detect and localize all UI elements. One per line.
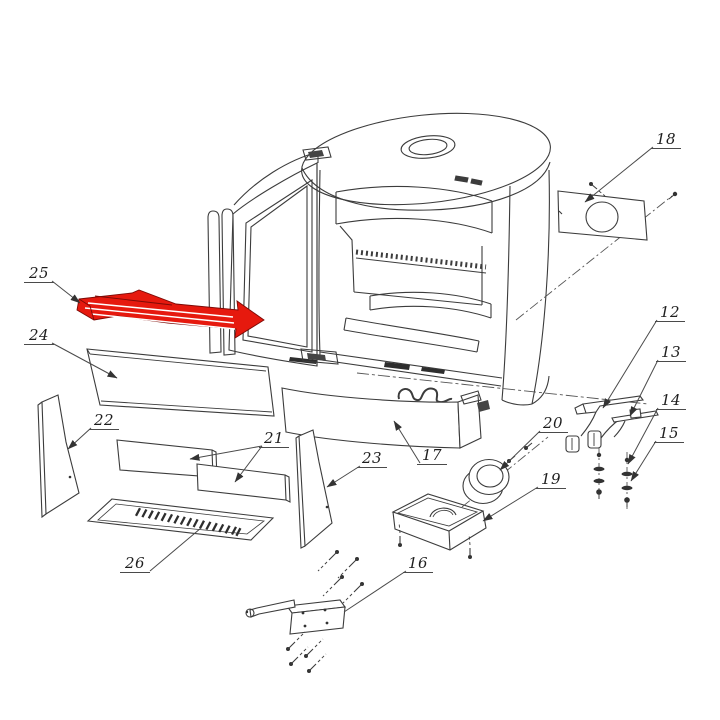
part-label-17[interactable]: 17 — [417, 447, 448, 465]
part-label-20[interactable]: 20 — [538, 415, 569, 433]
callout-leader-lines — [51, 146, 659, 613]
part-26-grate — [86, 498, 275, 541]
part-label-24[interactable]: 24 — [24, 327, 55, 345]
stove-body-shell — [318, 169, 550, 406]
part-19-box — [391, 493, 487, 559]
stove-top-plate — [301, 112, 551, 211]
part-label-16[interactable]: 16 — [403, 555, 434, 573]
part-label-14[interactable]: 14 — [656, 392, 687, 410]
part-24-panel — [86, 348, 275, 417]
part-21-plates — [116, 439, 291, 503]
part-label-22[interactable]: 22 — [89, 412, 120, 430]
part-14-15-screws — [593, 448, 633, 509]
part-label-13[interactable]: 13 — [656, 344, 687, 362]
part-18-plate — [557, 182, 648, 241]
stove-door — [207, 146, 339, 367]
part-23-side-panel — [295, 429, 333, 549]
part-20-collar — [461, 436, 549, 508]
alignment-axes — [356, 191, 678, 405]
part-label-12[interactable]: 12 — [655, 304, 686, 322]
part-12-bracket — [565, 395, 644, 453]
part-16-screws — [286, 550, 364, 673]
firebox-opening — [335, 185, 493, 353]
part-16-lever-assembly — [245, 550, 364, 673]
part-label-23[interactable]: 23 — [357, 450, 388, 468]
part-label-18[interactable]: 18 — [651, 131, 682, 149]
part-label-15[interactable]: 15 — [654, 425, 685, 443]
part-22-side-panel — [37, 394, 80, 519]
part-25-highlighted-shape[interactable] — [76, 289, 265, 339]
part-label-26[interactable]: 26 — [120, 555, 151, 573]
flue-collar — [400, 135, 456, 159]
part-label-19[interactable]: 19 — [536, 471, 567, 489]
part-label-21[interactable]: 21 — [259, 430, 290, 448]
part-17-front-panel — [281, 387, 490, 449]
part-label-25[interactable]: 25 — [24, 265, 55, 283]
